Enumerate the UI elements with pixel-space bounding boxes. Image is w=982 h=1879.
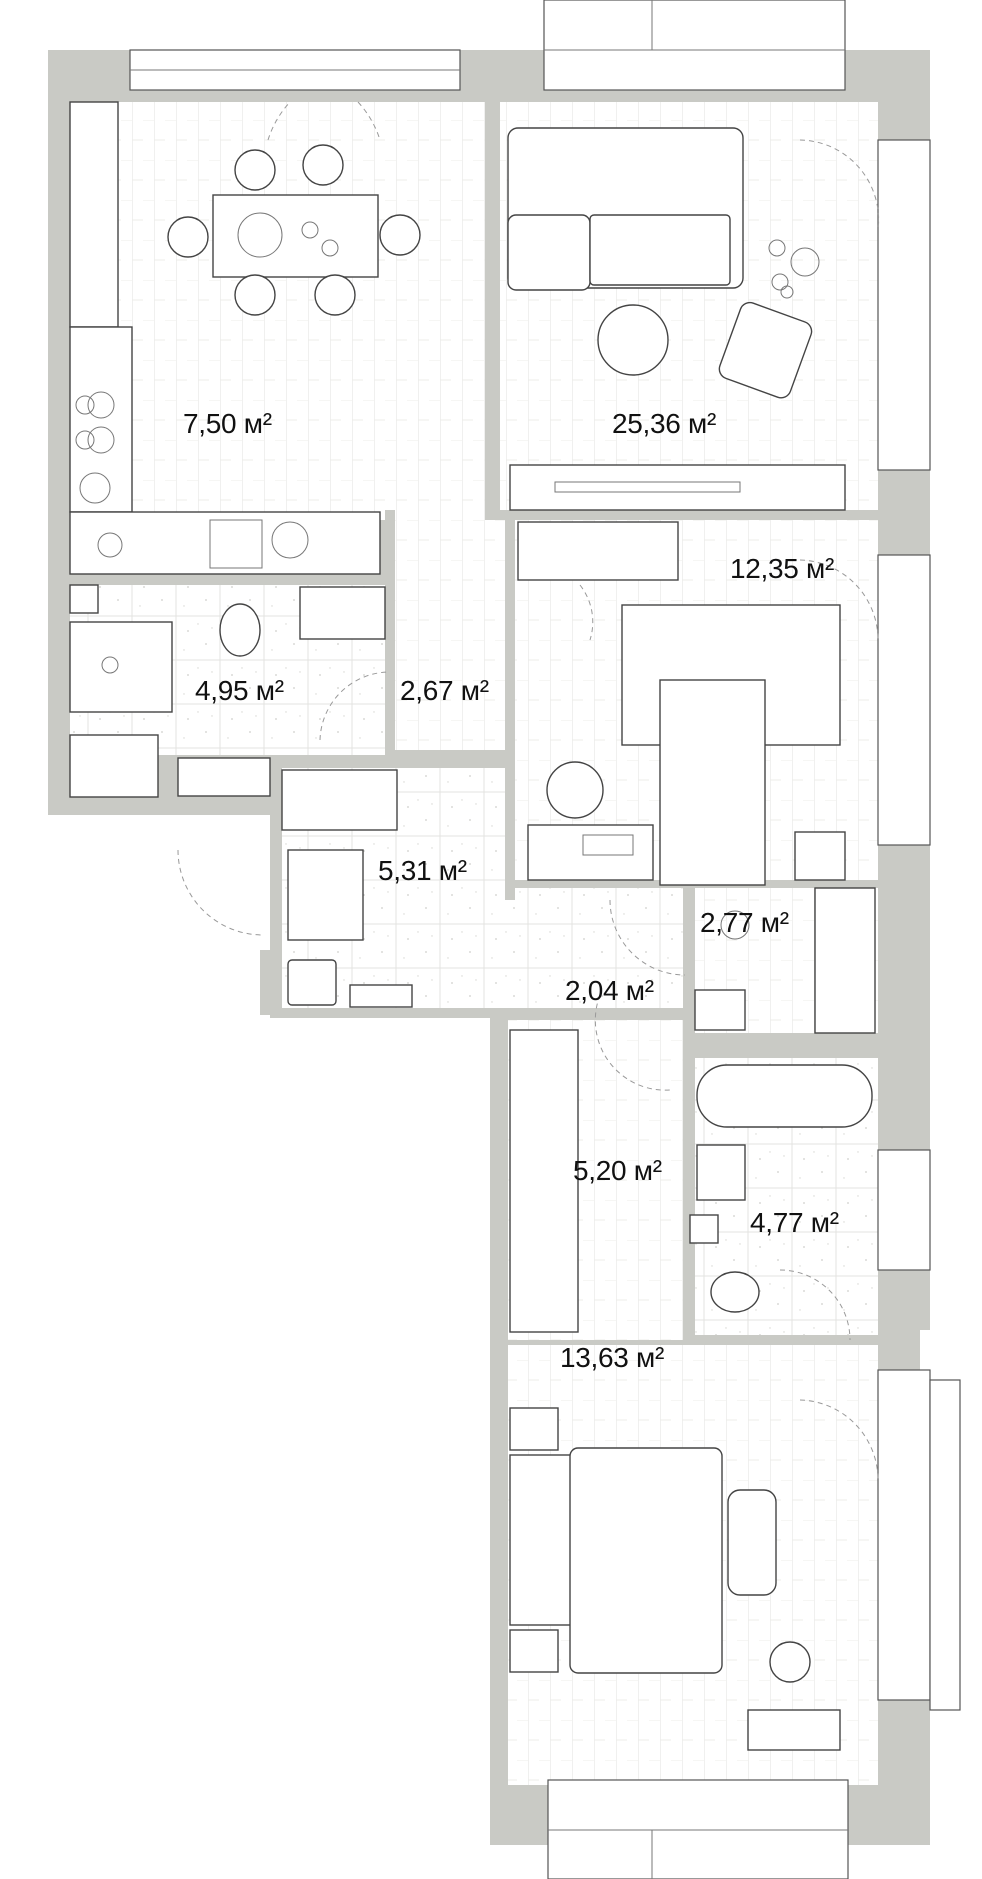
area-labels: 7,50 м² 25,36 м² 12,35 м² 4,95 м² 2,67 м… [183,408,839,1373]
area-label-bedroom-main: 13,63 м² [560,1342,664,1373]
area-label-hall: 5,31 м² [378,855,467,886]
area-label-bedroom-small: 12,35 м² [730,553,834,584]
area-label-bathroom-2: 4,77 м² [750,1207,839,1238]
bathroom2-furniture [689,1064,873,1313]
area-label-wardrobe-2: 5,20 м² [573,1155,662,1186]
area-label-corridor-1: 2,67 м² [400,675,489,706]
area-label-kitchen: 7,50 м² [183,408,272,439]
bathroom1-furniture [69,584,386,798]
area-label-bathroom-1: 4,95 м² [195,675,284,706]
area-label-wardrobe-1: 2,77 м² [700,907,789,938]
area-label-living: 25,36 м² [612,408,716,439]
wardrobe-furniture [509,887,876,1333]
living-furniture [507,127,846,511]
windows [129,0,961,1879]
area-label-corridor-2: 2,04 м² [565,975,654,1006]
bedroom-main-furniture [509,1407,841,1751]
bedroom-small-furniture [517,521,846,886]
kitchen-furniture [69,101,421,575]
door-swings [177,101,880,1481]
hall-furniture [281,769,413,1008]
